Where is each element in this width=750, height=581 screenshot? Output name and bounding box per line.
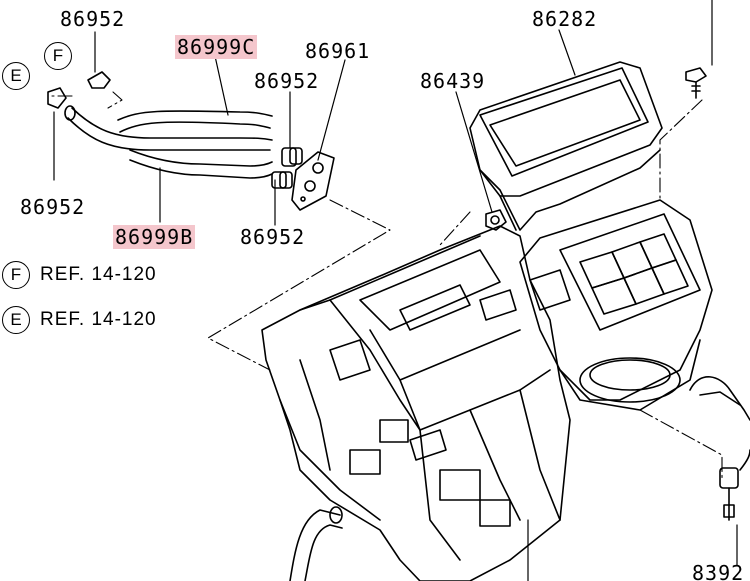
pipe-lower [289,506,343,581]
label-86282: 86282 [532,7,598,31]
label-86999b: 86999B [113,225,196,249]
duct-86282 [469,61,663,231]
ref-f-circle: F [2,261,30,289]
label-8392: 8392 [692,561,745,581]
ref-e-text: REF. 14-120 [40,309,157,330]
ref-f-text: REF. 14-120 [40,264,157,285]
clamp-parts [271,147,303,189]
label-86952-mid: 86952 [254,69,320,93]
label-86439: 86439 [420,69,486,93]
hose-86999b [129,149,273,179]
grommet-86961 [291,151,335,211]
sensor-wire [689,376,750,521]
label-86999c: 86999C [175,35,258,59]
callout-e: E [2,62,30,90]
screw-part [685,67,707,99]
hose-86999c [64,105,273,151]
label-86952-low: 86952 [240,225,306,249]
ref-e-circle: E [2,306,30,334]
label-86961: 86961 [305,39,371,63]
label-86999c-text: 86999C [175,35,258,59]
label-86952-left: 86952 [20,195,86,219]
label-86952-top: 86952 [60,7,126,31]
label-86999b-text: 86999B [113,225,196,249]
hvac-housing [261,225,571,581]
dashdot-lines [51,91,723,481]
blower-unit [519,199,713,411]
leader-lines [53,0,738,566]
callout-f: F [44,42,72,70]
clip-parts [47,71,111,109]
